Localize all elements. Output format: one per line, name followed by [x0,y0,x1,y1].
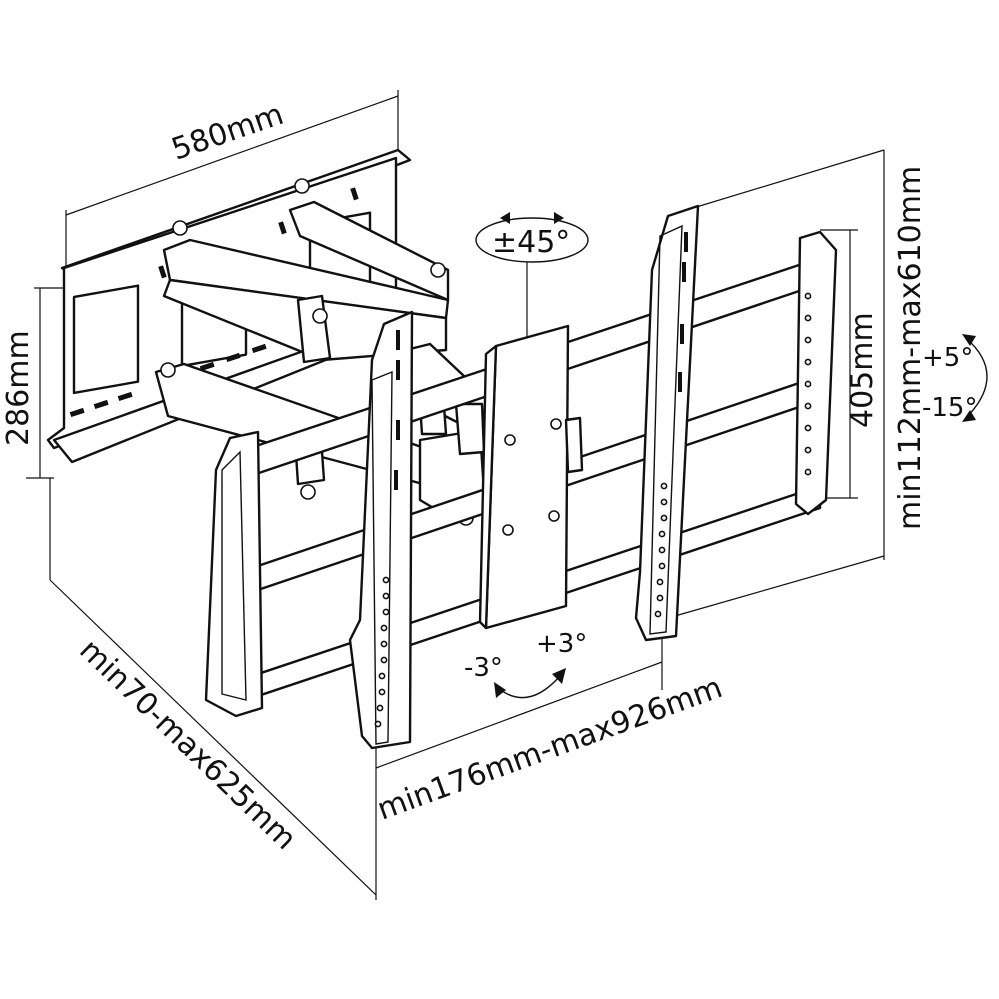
right-vertical-bracket [634,204,700,642]
right-end-bracket [794,230,838,516]
tilt-up-label: +5° [922,343,973,373]
vesa-vertical-range-label: min112mm-max610mm [893,166,928,530]
tilt-down-label: -15° [922,393,977,423]
vesa-height-label: 405mm [845,312,880,428]
swivel-arrow-left-icon [500,212,510,224]
rotate-arrow-right-icon [552,668,566,684]
depth-label: min70-max625mm [72,633,303,857]
tilt-arrow-up-icon [962,334,976,346]
rotate-arrow-left-icon [494,682,506,698]
left-end-bracket [204,430,264,718]
swivel-arrow-right-icon [554,212,564,224]
center-mount-plate [478,324,584,630]
tilt-arrow-down-icon [962,410,976,422]
swivel-label: ±45° [492,225,570,260]
height-left-label: 286mm [1,330,36,446]
rotate-neg-label: -3° [464,653,503,683]
rotate-pos-label: +3° [536,629,587,659]
dimension-lines [26,90,885,900]
angle-arrows [475,212,988,699]
vesa-width-label: min176mm-max926mm [373,670,727,827]
left-vertical-bracket [348,310,414,750]
